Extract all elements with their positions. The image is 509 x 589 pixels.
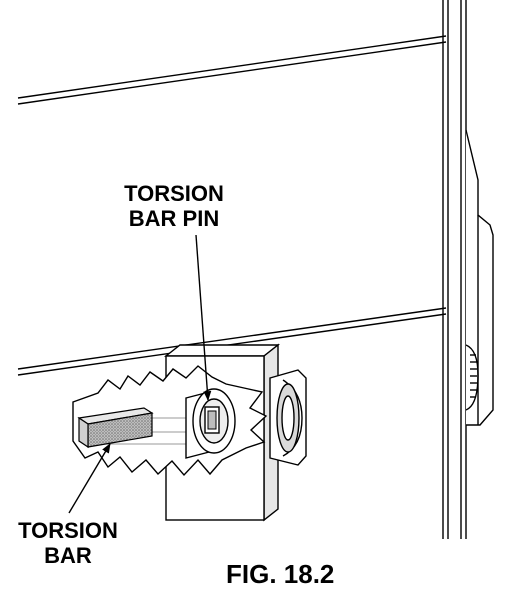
- torsion-bar-pin-label: TORSION BAR PIN: [104, 181, 244, 231]
- vertical-post: [442, 0, 467, 539]
- torsion-bar-label-line2: BAR: [44, 543, 92, 568]
- upper-rail: [17, 35, 447, 105]
- torsion-bar-end: [77, 407, 154, 449]
- torsion-bar-pin-label-line1: TORSION: [124, 181, 224, 206]
- torsion-bar-pin-label-line2: BAR PIN: [128, 206, 220, 231]
- torsion-bar-label-line1: TORSION: [18, 518, 118, 543]
- post-hinge-bracket: [465, 129, 494, 426]
- torsion-bar-arrow: [68, 443, 111, 514]
- figure-caption: FIG. 18.2: [226, 559, 335, 589]
- rear-collar: [269, 369, 307, 466]
- leader-arrows: [68, 234, 212, 514]
- torsion-bar-pin-hub: [185, 388, 236, 459]
- torsion-bar-label: TORSION BAR: [0, 518, 136, 568]
- torsion-bar-pin-arrow: [195, 234, 212, 401]
